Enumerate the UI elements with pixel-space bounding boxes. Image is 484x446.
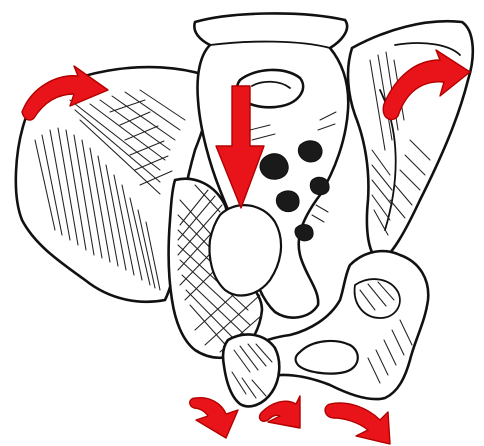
pubic-region [223, 334, 279, 406]
left-ischial-arrow [190, 398, 238, 438]
sacral-foramen [295, 225, 313, 241]
sacral-foramen [310, 177, 329, 194]
right-ischial-arrow [325, 403, 390, 444]
right-iliac-wing [348, 21, 473, 262]
sacral-foramen [260, 154, 288, 180]
sacral-foramen [276, 191, 299, 212]
sacral-foramen [298, 141, 322, 162]
